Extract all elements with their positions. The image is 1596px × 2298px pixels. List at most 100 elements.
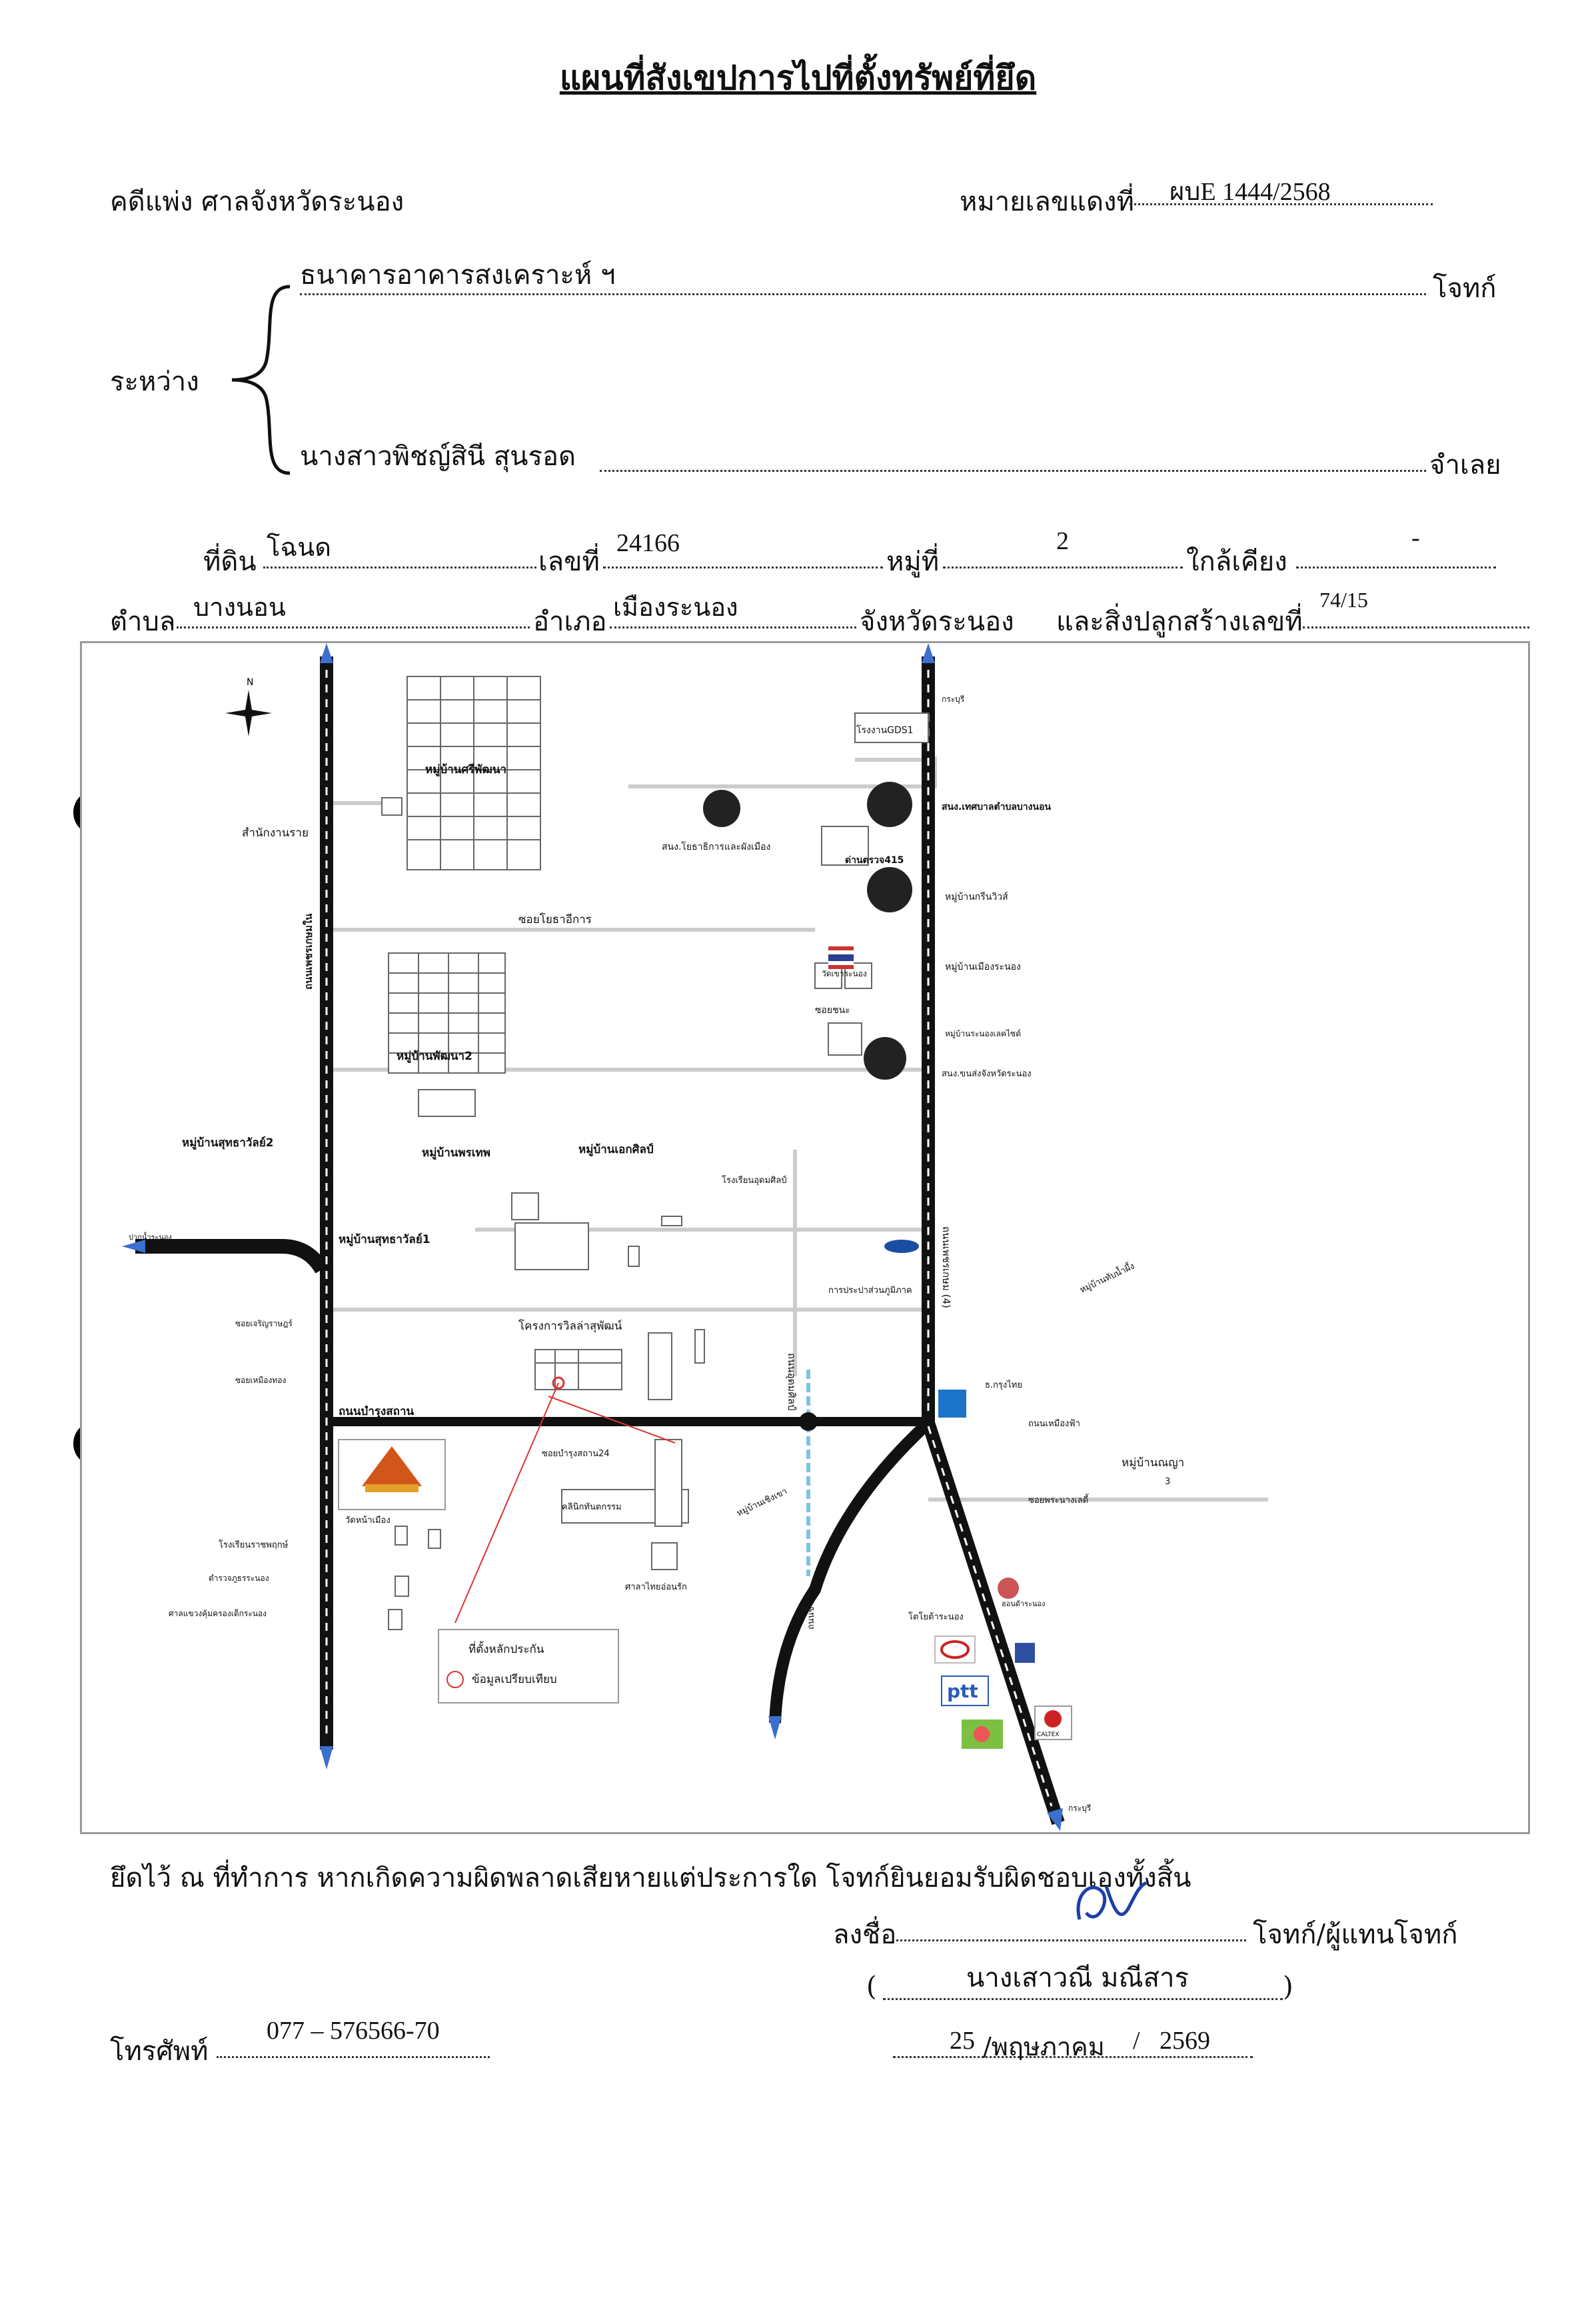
honda-logo-icon: [1015, 1643, 1035, 1663]
svg-text:ถนนอุดมศิลป์: ถนนอุดมศิลป์: [785, 1353, 798, 1410]
collateral-pin: [438, 1376, 676, 1704]
phone-label: โทรศัพท์: [110, 2036, 209, 2067]
near-label: ใกล้เคียง: [1186, 547, 1287, 577]
tambon-value: บางนอน: [193, 592, 286, 622]
svg-text:ซอยเจริญราษฎร์: ซอยเจริญราษฎร์: [235, 1319, 293, 1328]
signer-paren-close: ): [1283, 1971, 1293, 2002]
svg-text:โรงงานGDS1: โรงงานGDS1: [856, 724, 914, 736]
no-value: 24166: [616, 529, 680, 557]
svg-text:หมู่บ้านเชิงเขา: หมู่บ้านเชิงเขา: [735, 1486, 789, 1518]
map-canvas: N: [122, 643, 1268, 1831]
clinic-icon: [998, 1578, 1019, 1599]
svg-text:สนง.เทศบาลตำบลบางนอน: สนง.เทศบาลตำบลบางนอน: [942, 802, 1051, 812]
province-label: จังหวัดระนอง: [860, 606, 1014, 637]
amphoe-label: อำเภอ: [533, 606, 607, 637]
date-month: /พฤษภาคม: [983, 2032, 1105, 2061]
signer-paren-open: (: [866, 1971, 877, 2002]
temple-icon: [338, 1439, 446, 1510]
svg-text:หมู่บ้านระนองเลคไซด์: หมู่บ้านระนองเลคไซด์: [945, 1029, 1021, 1039]
svg-text:หมู่บ้านพัฒนา2: หมู่บ้านพัฒนา2: [397, 1050, 472, 1064]
svg-text:ด่านตรวจ415: ด่านตรวจ415: [845, 855, 904, 866]
land-label: ที่ดิน: [203, 547, 257, 577]
sign-role: โจทก์/ผู้แทนโจทก์: [1253, 1919, 1458, 1950]
disclaimer: ยึดไว้ ณ ที่ทำการ หากเกิดความผิดพลาดเสีย…: [110, 1863, 1192, 1893]
ford-logo-icon: [884, 1240, 919, 1253]
document-title: แผนที่สังเขปการไปที่ตั้งทรัพย์ที่ยึด: [559, 58, 1037, 97]
svg-text:ฮอนด้าระนอง: ฮอนด้าระนอง: [1002, 1600, 1045, 1608]
svg-text:กระบุรี: กระบุรี: [1068, 1803, 1092, 1813]
sketch-map: N: [80, 641, 1530, 1834]
thai-flag-icon: [828, 946, 854, 969]
compass-icon: N: [225, 677, 272, 736]
svg-text:ถนนเพชรเกษม (4): ถนนเพชรเกษม (4): [940, 1226, 952, 1308]
svg-text:โตโยต้าระนอง: โตโยต้าระนอง: [908, 1612, 964, 1622]
bank-icon: [938, 1390, 966, 1418]
plaintiff-name: ธนาคารอาคารสงเคราะห์ ฯ: [300, 260, 616, 291]
svg-text:ตำรวจภูธรระนอง: ตำรวจภูธรระนอง: [209, 1574, 269, 1584]
svg-text:ถนนเหมืองฟ้า: ถนนเหมืองฟ้า: [1028, 1418, 1080, 1429]
svg-text:วัดหน้าเมือง: วัดหน้าเมือง: [345, 1515, 391, 1526]
defendant-name: นางสาวพิชญ์สินี สุนรอด: [300, 441, 576, 472]
svg-text:ศาลาไทยอ่อนรัก: ศาลาไทยอ่อนรัก: [625, 1582, 687, 1592]
svg-text:หมู่บ้านเมืองระนอง: หมู่บ้านเมืองระนอง: [945, 962, 1021, 972]
building-value: 74/15: [1319, 588, 1368, 612]
svg-text:ถนนเพชรเกษมใน: ถนนเพชรเกษมใน: [303, 913, 315, 990]
svg-text:หมู่บ้านสุทธาวัลย์1: หมู่บ้านสุทธาวัลย์1: [339, 1232, 430, 1247]
svg-text:หมู่บ้านณญา: หมู่บ้านณญา: [1122, 1456, 1184, 1470]
svg-text:ptt: ptt: [947, 1680, 978, 1702]
signer-name: นางเสาวณี มณีสาร: [966, 1963, 1190, 1993]
ptt-logo-icon: ptt: [941, 1676, 989, 1706]
svg-text:3: 3: [1165, 1477, 1170, 1487]
moo-value: 2: [1056, 527, 1069, 555]
svg-text:สนง.ขนส่งจังหวัดระนอง: สนง.ขนส่งจังหวัดระนอง: [942, 1069, 1032, 1079]
svg-text:หมู่บ้านเอกศิลป์: หมู่บ้านเอกศิลป์: [578, 1142, 654, 1157]
svg-text:N: N: [247, 677, 253, 688]
moo-label: หมู่ที่: [886, 547, 940, 577]
phone-value: 077 – 576566-70: [267, 2017, 440, 2045]
date-year: 2569: [1160, 2027, 1210, 2055]
svg-text:ซอยพระนางเลดี้: ซอยพระนางเลดี้: [1028, 1494, 1089, 1506]
svg-text:ซอยบำรุงสถาน24: ซอยบำรุงสถาน24: [542, 1449, 610, 1459]
red-case-label: หมายเลขแดงที่: [960, 187, 1134, 217]
case-type-label: คดีแพ่ง ศาลจังหวัดระนอง: [110, 187, 404, 217]
no-label: เลขที่: [538, 547, 600, 577]
date-day: 25: [950, 2027, 975, 2055]
plaintiff-label: โจทก์: [1433, 273, 1497, 304]
between-label: ระหว่าง: [110, 367, 199, 397]
svg-text:การประปาส่วนภูมิภาค: การประปาส่วนภูมิภาค: [828, 1286, 912, 1296]
building-label: และสิ่งปลูกสร้างเลขที่: [1056, 606, 1303, 637]
svg-text:หมู่บ้านสุทธาวัลย์2: หมู่บ้านสุทธาวัลย์2: [182, 1136, 274, 1150]
svg-text:สนง.โยธาธิการและผังเมือง: สนง.โยธาธิการและผังเมือง: [662, 841, 770, 852]
svg-text:โครงการวิลล่าสุพัฒน์: โครงการวิลล่าสุพัฒน์: [518, 1319, 622, 1333]
svg-text:หมู่บ้านศรีพัฒนา: หมู่บ้านศรีพัฒนา: [425, 762, 506, 777]
near-value: -: [1411, 524, 1420, 552]
tambon-label: ตำบล: [110, 606, 176, 637]
svg-text:ถนนชาตุรัก: ถนนชาตุรัก: [806, 1586, 816, 1630]
svg-text:โรงเรียนราชพฤกษ์: โรงเรียนราชพฤกษ์: [219, 1540, 289, 1550]
signature-mark: [1076, 1881, 1148, 1920]
caltex-logo-icon: CALTEX: [1034, 1706, 1072, 1740]
svg-text:ซอยชนะ: ซอยชนะ: [815, 1005, 850, 1016]
svg-text:หมู่บ้านทับน้ำผึ้ง: หมู่บ้านทับน้ำผึ้ง: [1078, 1260, 1136, 1296]
road-exit-left: [135, 1239, 329, 1274]
road-center-bottom: [769, 1418, 933, 1723]
svg-text:ซอยเหมืองทอง: ซอยเหมืองทอง: [235, 1376, 286, 1385]
defendant-label: จำเลย: [1429, 450, 1501, 481]
svg-text:ที่ตั้งหลักประกัน: ที่ตั้งหลักประกัน: [468, 1641, 544, 1656]
svg-text:โรงเรียนอุดมศิลป์: โรงเรียนอุดมศิลป์: [722, 1175, 787, 1186]
svg-text:CALTEX: CALTEX: [1037, 1731, 1060, 1738]
svg-text:ศาลแขวงคุ้มครองเด็กระนอง: ศาลแขวงคุ้มครองเด็กระนอง: [169, 1608, 267, 1619]
svg-text:กระบุรี: กระบุรี: [942, 694, 965, 704]
sign-label: ลงชื่อ: [833, 1919, 897, 1950]
svg-text:ปากน้ำระนอง: ปากน้ำระนอง: [129, 1232, 172, 1242]
red-case-number: ผบE 1444/2568: [1170, 178, 1331, 206]
garuda-seal-icon: [703, 782, 912, 1080]
svg-text:หมู่บ้านพรเทพ: หมู่บ้านพรเทพ: [422, 1146, 490, 1160]
land-type: โฉนด: [267, 533, 331, 562]
amphoe-value: เมืองระนอง: [613, 592, 738, 622]
svg-text:วัดเขาระนอง: วัดเขาระนอง: [822, 969, 867, 978]
brace-icon: [231, 285, 291, 475]
svg-text:ธ.กรุงไทย: ธ.กรุงไทย: [985, 1380, 1022, 1390]
date-separator: /: [1133, 2027, 1140, 2055]
svg-text:หมู่บ้านกรีนวิวส์: หมู่บ้านกรีนวิวส์: [945, 891, 1008, 902]
